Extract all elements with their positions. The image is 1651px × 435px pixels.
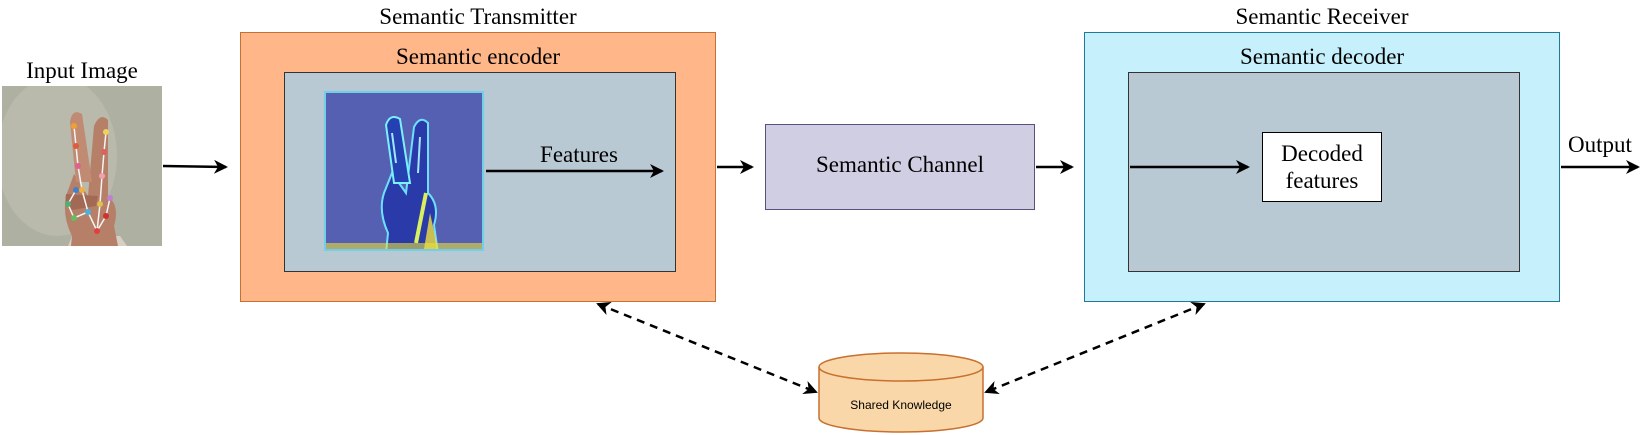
input-image — [2, 86, 162, 246]
dashed-arrow-receiver-knowledge — [984, 302, 1206, 394]
transmitter-title: Semantic Transmitter — [379, 4, 577, 29]
semantic-channel-box — [765, 124, 1035, 210]
shared-knowledge-database-icon — [818, 352, 984, 433]
shared-knowledge-label: Shared Knowledge — [850, 398, 952, 412]
features-label: Features — [540, 142, 618, 167]
input-image-label: Input Image — [26, 58, 138, 83]
channel-label: Semantic Channel — [816, 152, 984, 177]
dashed-arrow-transmitter-knowledge — [596, 302, 818, 394]
feature-map-image — [324, 91, 484, 251]
arrow-input-to-transmitter — [162, 159, 228, 174]
hand-feature-heatmap-icon — [326, 93, 482, 249]
decoded-features-box: Decoded features — [1262, 132, 1382, 202]
decoder-title: Semantic decoder — [1239, 44, 1405, 69]
receiver-title: Semantic Receiver — [1235, 4, 1409, 29]
output-label: Output — [1568, 132, 1632, 157]
encoder-title: Semantic encoder — [395, 44, 561, 69]
hand-peace-sign-photo-icon — [2, 86, 162, 246]
decoded-features-label: Decoded features — [1281, 141, 1363, 193]
